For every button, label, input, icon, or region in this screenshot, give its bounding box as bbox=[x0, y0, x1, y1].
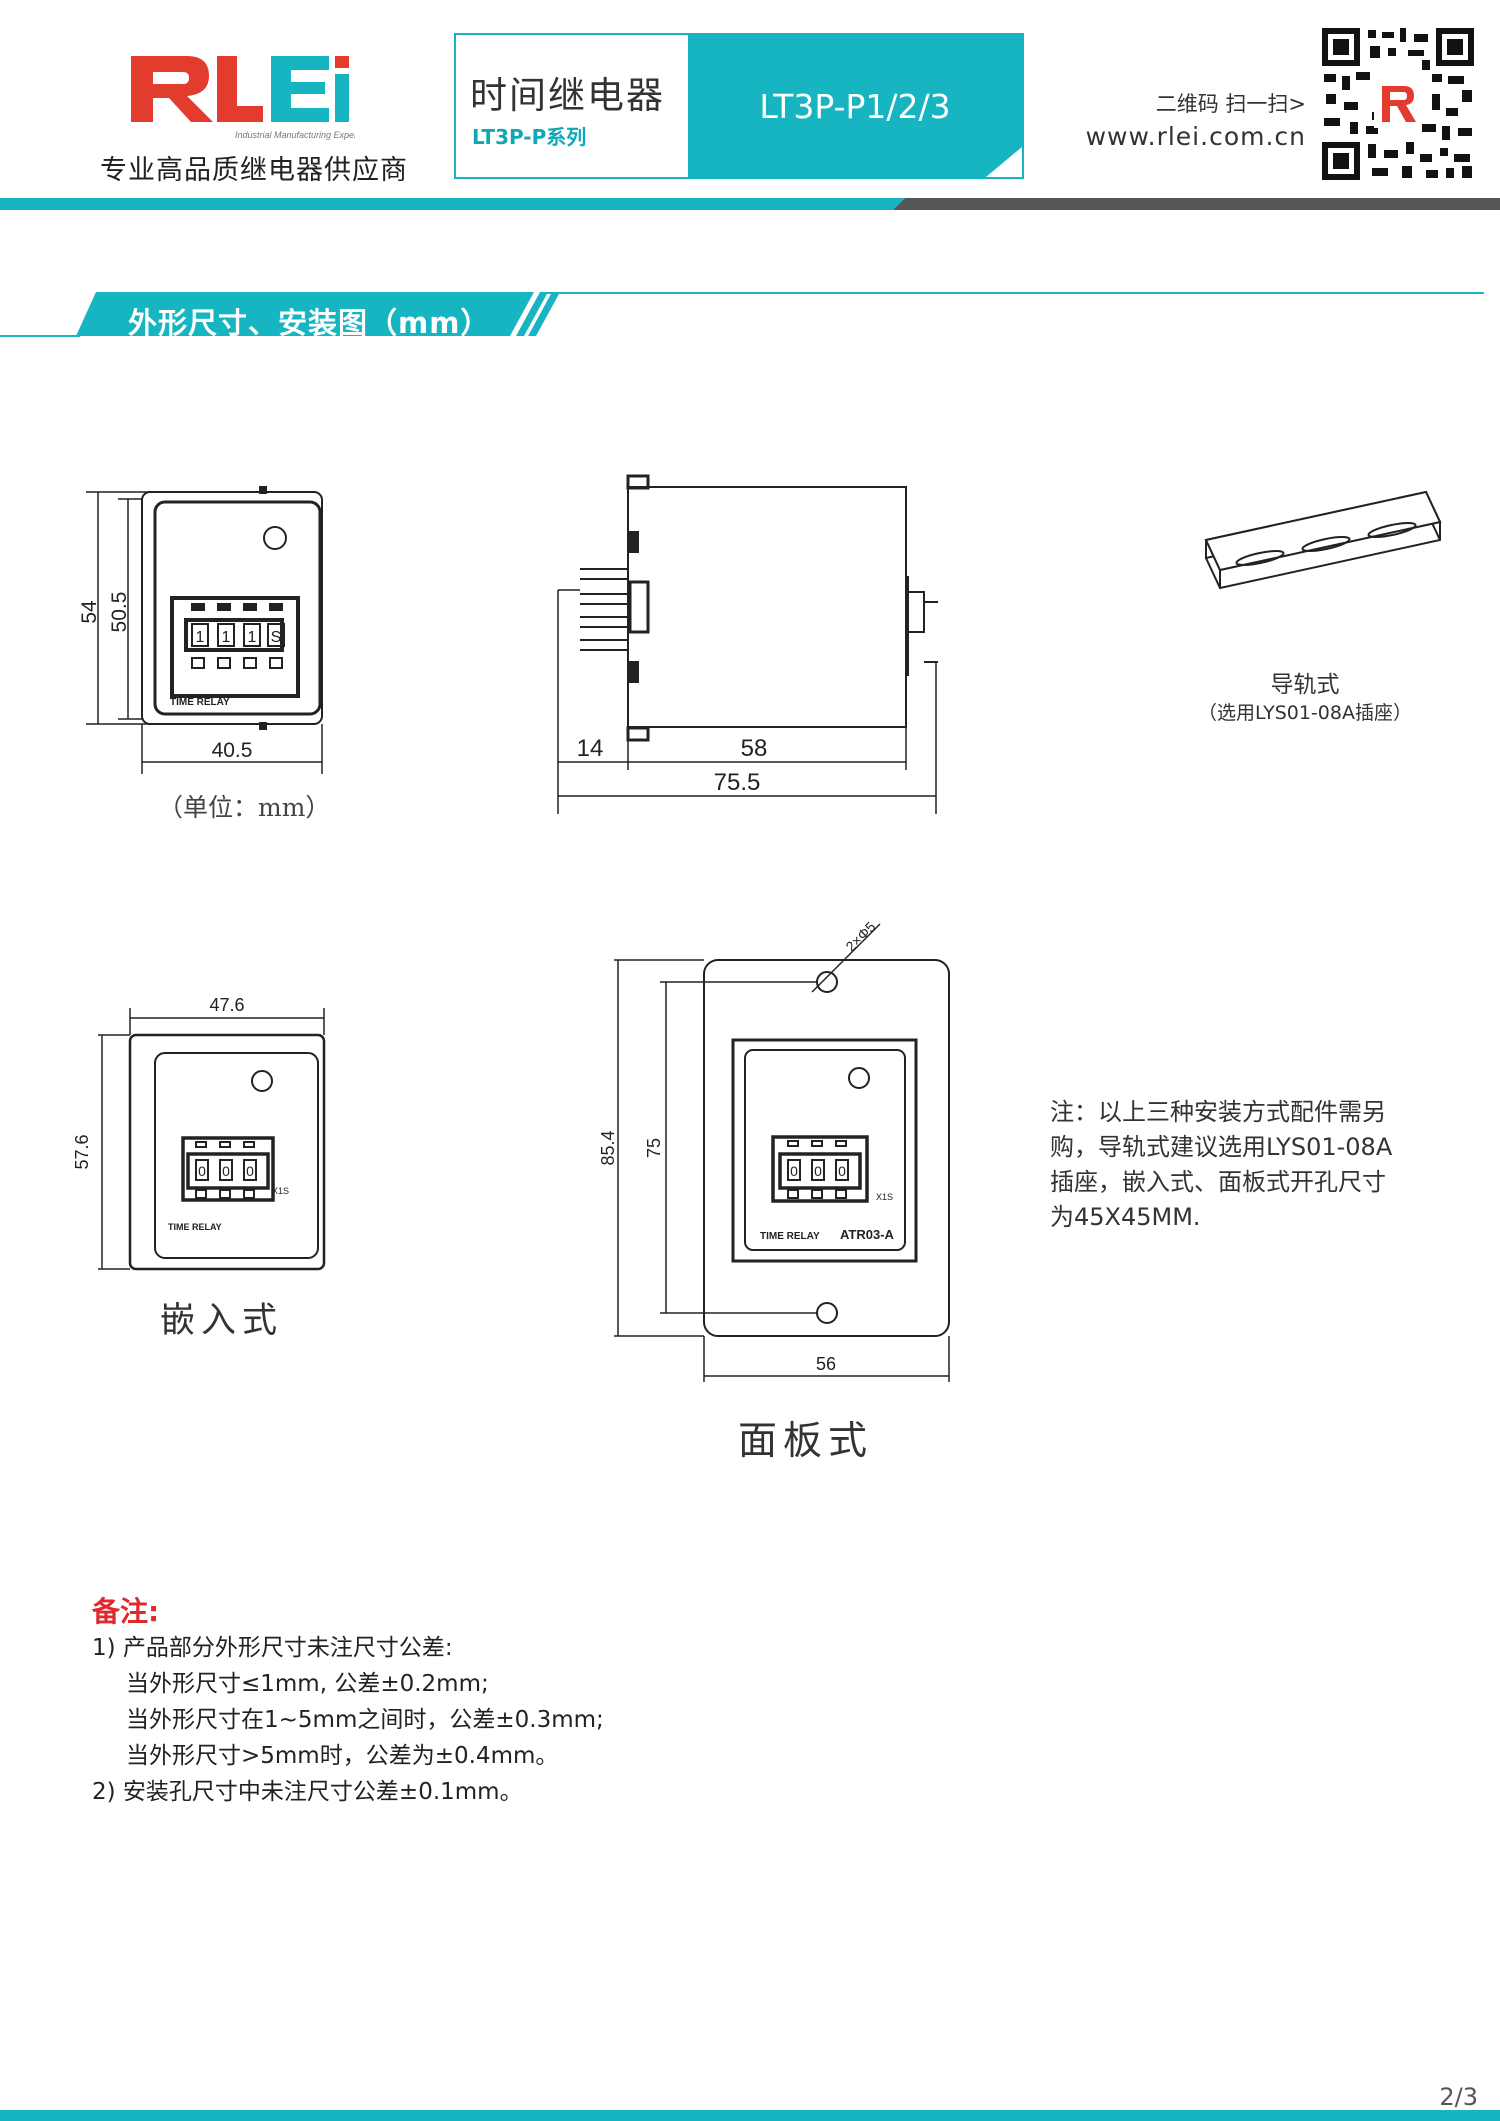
product-series: LT3P-P系列 bbox=[472, 125, 587, 149]
flush-mount-caption: 嵌入式 bbox=[160, 1301, 284, 1341]
remark-line: 当外形尺寸>5mm时，公差为±0.4mm。 bbox=[126, 1743, 559, 1769]
header-stripe bbox=[0, 198, 1500, 210]
front-digit-2: 1 bbox=[222, 629, 231, 646]
remarks-title: 备注: bbox=[92, 1595, 160, 1628]
footer-bar bbox=[0, 2110, 1500, 2121]
din-rail-drawing bbox=[1204, 490, 1442, 590]
panel-time-relay-label: TIME RELAY bbox=[760, 1231, 820, 1242]
remark-line: 当外形尺寸≤1mm, 公差±0.2mm; bbox=[126, 1671, 489, 1697]
company-tagline: 专业高品质继电器供应商 bbox=[100, 155, 408, 186]
remark-line: 2) 安装孔尺寸中未注尺寸公差±0.1mm。 bbox=[92, 1779, 523, 1805]
flush-digit-3: 0 bbox=[246, 1163, 254, 1179]
side-dim-pins: 14 bbox=[577, 735, 604, 762]
note-line: 插座，嵌入式、面板式开孔尺寸 bbox=[1050, 1168, 1386, 1196]
panel-dim-width: 56 bbox=[816, 1354, 836, 1374]
front-digit-1: 1 bbox=[196, 629, 205, 646]
flush-dim-width: 47.6 bbox=[209, 995, 244, 1015]
panel-digit-2: 0 bbox=[814, 1163, 822, 1179]
unit-label: （单位：mm） bbox=[158, 793, 331, 822]
qr-code-icon[interactable] bbox=[1322, 28, 1474, 180]
side-dim-body: 58 bbox=[741, 735, 768, 762]
side-dim-total: 75.5 bbox=[714, 769, 761, 796]
note-line: 为45X45MM. bbox=[1050, 1203, 1201, 1231]
panel-hole-label: 2×Φ5 bbox=[842, 918, 878, 954]
panel-dim-height-inner: 75 bbox=[644, 1138, 664, 1158]
qr-hint: 二维码 扫一扫> bbox=[1155, 92, 1306, 116]
panel-model-label: ATR03-A bbox=[840, 1227, 895, 1242]
section-header-bar bbox=[0, 292, 1484, 337]
product-model-panel: LT3P-P1/2/3 bbox=[688, 35, 1022, 177]
flush-digit-2: 0 bbox=[222, 1163, 230, 1179]
panel-mount-drawing bbox=[614, 923, 950, 1382]
front-time-relay-label: TIME RELAY bbox=[170, 697, 230, 708]
website-link[interactable]: www.rlei.com.cn bbox=[1085, 122, 1306, 151]
panel-dim-height-outer: 85.4 bbox=[598, 1130, 618, 1165]
remark-line: 当外形尺寸在1~5mm之间时，公差±0.3mm; bbox=[126, 1707, 604, 1733]
remarks-list: 1) 产品部分外形尺寸未注尺寸公差: 当外形尺寸≤1mm, 公差±0.2mm; … bbox=[92, 1630, 604, 1810]
product-category: 时间继电器 bbox=[470, 74, 665, 117]
page-number: 2/3 bbox=[1439, 2083, 1478, 2111]
corner-notch-icon bbox=[986, 147, 1022, 177]
flush-dim-height: 57.6 bbox=[72, 1134, 92, 1169]
front-view-drawing bbox=[86, 486, 323, 774]
flush-mount-drawing bbox=[98, 1008, 326, 1271]
mounting-note: 注：以上三种安装方式配件需另 购，导轨式建议选用LYS01-08A 插座，嵌入式… bbox=[1050, 1095, 1450, 1235]
front-digit-3: 1 bbox=[248, 629, 257, 646]
remark-line: 1) 产品部分外形尺寸未注尺寸公差: bbox=[92, 1635, 453, 1661]
panel-digit-1: 0 bbox=[790, 1163, 798, 1179]
rlei-logo-icon: Industrial Manufacturing Expert bbox=[131, 56, 355, 140]
product-model: LT3P-P1/2/3 bbox=[759, 87, 951, 126]
rail-mount-label: 导轨式 bbox=[1270, 672, 1340, 698]
note-line: 注：以上三种安装方式配件需另 bbox=[1050, 1098, 1386, 1126]
product-category-panel: 时间继电器 LT3P-P系列 bbox=[456, 35, 688, 177]
panel-mount-caption: 面板式 bbox=[738, 1419, 874, 1464]
dimension-drawings: 54 50.5 40.5 1 1 1 S TIME RELAY 14 58 75… bbox=[72, 474, 1442, 1382]
front-digit-4: S bbox=[271, 629, 282, 646]
section-title: 外形尺寸、安装图（mm） bbox=[128, 306, 491, 340]
panel-digit-3: 0 bbox=[838, 1163, 846, 1179]
flush-time-relay-label: TIME RELAY bbox=[168, 1222, 222, 1232]
rail-mount-sublabel: （选用LYS01-08A插座） bbox=[1198, 702, 1412, 724]
product-title-box: 时间继电器 LT3P-P系列 LT3P-P1/2/3 bbox=[454, 33, 1024, 179]
front-dim-height-outer: 54 bbox=[78, 600, 101, 624]
flush-digit-1: 0 bbox=[198, 1163, 206, 1179]
flush-unit-text: X1S bbox=[272, 1186, 289, 1196]
side-view-drawing bbox=[557, 474, 938, 814]
logo-subtext: Industrial Manufacturing Expert bbox=[235, 130, 355, 140]
note-line: 购，导轨式建议选用LYS01-08A bbox=[1050, 1133, 1393, 1161]
panel-unit-text: X1S bbox=[876, 1192, 893, 1202]
front-dim-height-inner: 50.5 bbox=[108, 592, 131, 633]
front-dim-width: 40.5 bbox=[212, 739, 253, 762]
